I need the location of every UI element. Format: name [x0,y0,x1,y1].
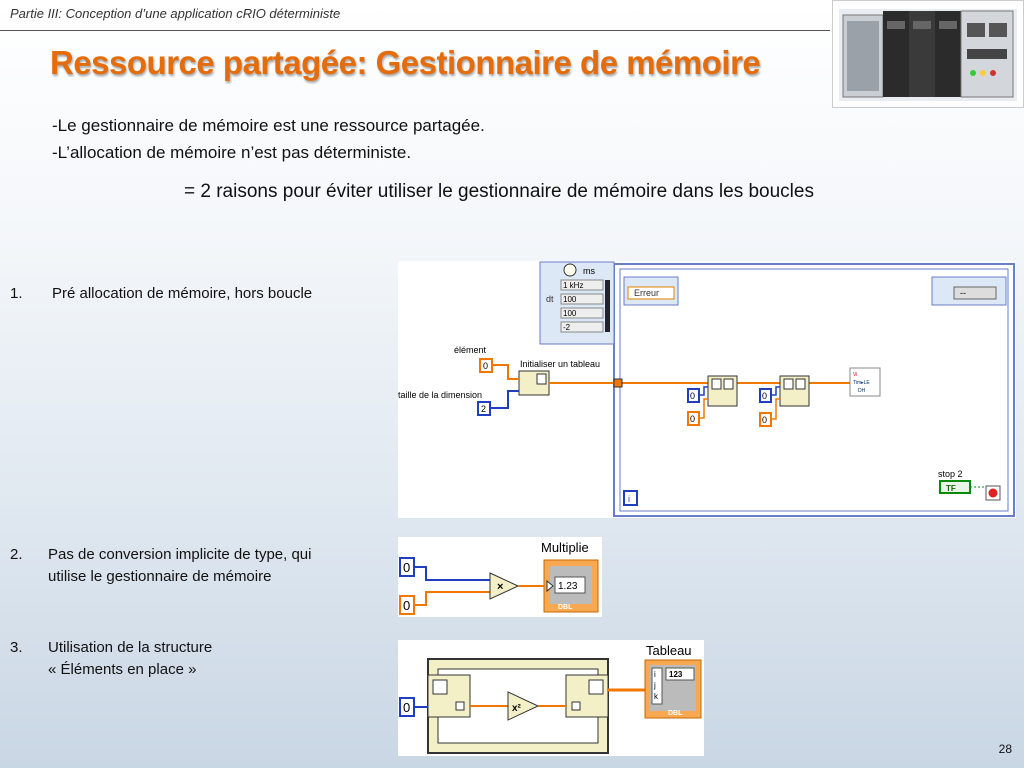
svg-text:123: 123 [669,670,683,679]
input-constant: 0 [399,697,415,717]
svg-text:0: 0 [403,598,410,613]
multiply-indicator: 1.23 DBL [543,559,599,613]
svg-text:×: × [497,581,503,593]
svg-text:1 kHz: 1 kHz [563,281,583,290]
svg-text:0: 0 [762,415,767,425]
svg-text:--: -- [960,288,966,298]
svg-text:j: j [653,681,656,690]
init-array-label: Initialiser un tableau [520,359,600,369]
svg-text:0: 0 [690,391,695,401]
svg-text:0: 0 [483,361,488,371]
array-indicator-label: Tableau [646,643,692,658]
list-number-1: 1. [10,285,23,302]
multiply-indicator-label: Multiplie [541,540,589,555]
svg-text:DBL: DBL [558,604,573,611]
replace-array-node-2 [779,375,810,407]
svg-text:0: 0 [690,414,695,424]
svg-text:0: 0 [762,391,767,401]
svg-text:ms: ms [583,266,595,276]
initialize-array-node [518,370,550,396]
list-number-2: 2. [10,546,23,563]
svg-text:-2: -2 [563,323,571,332]
svg-text:1.23: 1.23 [558,581,578,592]
timed-loop-diagram: ms 1 kHz dt 100 100 -2 Erreur -- élément… [398,261,1016,518]
svg-text:k: k [654,692,659,701]
svg-text:x²: x² [512,703,522,714]
in-place-right-node [565,674,609,718]
multiply-bottom-constant: 0 [399,595,415,615]
value-constant-1: 0 [687,411,700,426]
case-selector-node: -- [931,276,1007,306]
replace-array-node-1 [707,375,738,407]
svg-text:i: i [654,670,656,679]
svg-text:dt: dt [546,294,554,304]
svg-text:2: 2 [481,404,486,414]
stop-control: TF [939,480,971,494]
svg-text:0: 0 [403,700,410,715]
body-line-2: -L’allocation de mémoire n’est pas déter… [52,143,412,162]
index-constant-1: 0 [687,388,700,403]
svg-text:100: 100 [563,295,577,304]
stop-condition-icon [985,485,1001,501]
page-number: 28 [998,742,1012,756]
dimension-size-label: taille de la dimension [398,390,482,400]
in-place-structure-diagram: Tableau 0 x² i j k [398,640,704,756]
index-constant-2: 0 [759,388,772,403]
svg-text:DH: DH [858,388,866,394]
size-constant: 2 [477,401,491,416]
body-conclusion: = 2 raisons pour éviter utiliser le gest… [184,181,814,202]
list-item-3: Utilisation de la structure« Éléments en… [48,639,213,678]
list-number-3: 3. [10,639,23,656]
element-label: élément [454,345,487,355]
multiply-node [489,572,520,600]
slide-title: Ressource partagée: Gestionnaire de mémo… [50,44,761,81]
timing-config-node: ms 1 kHz dt 100 100 -2 [539,261,615,345]
error-node: Erreur [623,276,679,306]
array-indicator: i j k 123 DBL [644,659,702,719]
crio-hardware-photo [832,0,1024,108]
header-divider [0,30,830,31]
svg-text:i: i [628,494,630,504]
svg-text:Tim▸LE: Tim▸LE [853,380,870,386]
element-constant: 0 [479,358,493,373]
svg-text:TF: TF [946,484,956,493]
svg-text:0: 0 [403,560,410,575]
slide-header: Partie III: Conception d’une application… [10,6,341,21]
timing-subvi: Vi Tim▸LE DH [849,367,881,397]
svg-text:DBL: DBL [668,710,683,717]
stop-label: stop 2 [938,469,963,479]
list-item-2: Pas de conversion implicite de type, qui… [48,546,312,585]
iteration-terminal: i [623,490,638,506]
svg-text:Erreur: Erreur [634,288,659,298]
body-line-1: -Le gestionnaire de mémoire est une ress… [52,116,485,135]
multiply-diagram: Multiplie 0 0 × 1.23 DBL [398,537,602,617]
in-place-left-node [427,674,471,718]
svg-text:Vi: Vi [853,372,857,378]
list-item-1: Pré allocation de mémoire, hors boucle [52,285,313,302]
multiply-top-constant: 0 [399,557,415,577]
value-constant-2: 0 [759,412,772,427]
svg-text:100: 100 [563,309,577,318]
square-node [507,691,540,721]
